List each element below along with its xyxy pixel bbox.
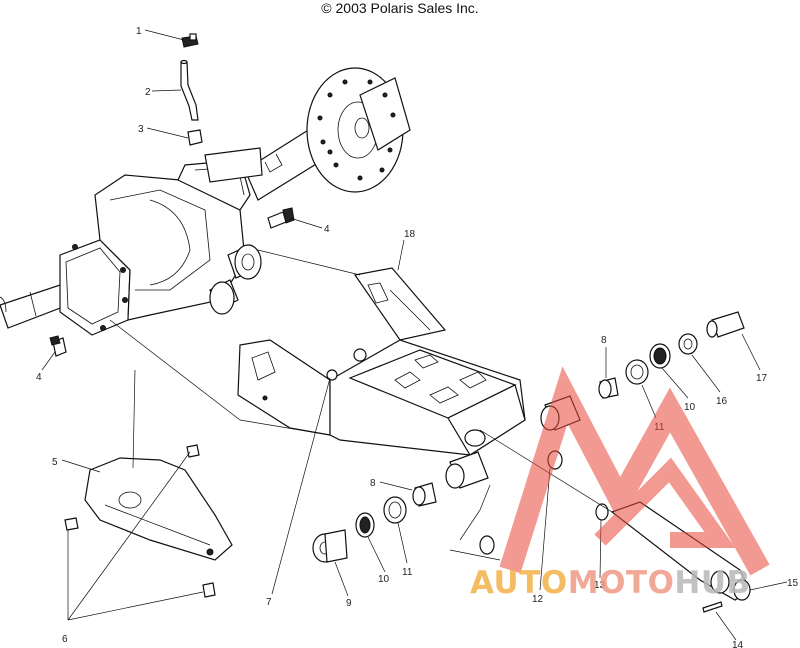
- bolt-4-upper: [267, 207, 295, 229]
- callout-3: 3: [138, 124, 144, 135]
- callout-4-upper: 4: [324, 224, 330, 235]
- pivot-bolt-9: [312, 529, 348, 563]
- callout-10-lower: 10: [378, 574, 390, 585]
- ring-12: [479, 450, 563, 555]
- callout-8-lower: 8: [370, 478, 376, 489]
- axle-shaft-left: [0, 284, 69, 329]
- washer-16: [678, 333, 698, 355]
- pin-14: [702, 601, 723, 613]
- axle-housing: [59, 159, 262, 336]
- bushing-8-upper: [598, 377, 619, 399]
- clip-3: [187, 129, 203, 146]
- callout-1: 1: [136, 26, 142, 37]
- swing-arm-frame: [237, 267, 526, 456]
- bearing-10-upper: [649, 343, 671, 369]
- callout-7: 7: [266, 597, 272, 608]
- bolt-6-b: [186, 444, 200, 458]
- callout-15: 15: [787, 578, 799, 589]
- callout-4-lower: 4: [36, 372, 42, 383]
- callout-11-lower: 11: [402, 567, 413, 578]
- skid-plate-5: [84, 457, 233, 561]
- callout-14: 14: [732, 640, 744, 648]
- bearing-10-lower: [355, 512, 375, 538]
- watermark-word-hub: HUB: [674, 565, 751, 601]
- callout-10-upper: 10: [684, 402, 696, 413]
- callout-9: 9: [346, 598, 352, 609]
- watermark-word-auto: AUTO: [470, 565, 568, 601]
- callout-12: 12: [532, 594, 544, 605]
- leader-lines: [41, 29, 788, 641]
- bolt-6-c: [202, 582, 216, 598]
- ring-13: [595, 503, 609, 521]
- bolt-4-lower: [49, 335, 67, 357]
- bushing-large-upper: [540, 395, 581, 431]
- watermark-word-moto: MOTO: [567, 565, 675, 601]
- callout-18: 18: [404, 229, 416, 240]
- brake-disc: [306, 67, 411, 193]
- callout-5: 5: [52, 457, 58, 468]
- seal-11-upper: [625, 359, 649, 385]
- callout-13: 13: [594, 580, 606, 591]
- bushing-8-lower: [412, 482, 437, 507]
- breather-hose-2: [180, 59, 199, 121]
- callout-2: 2: [145, 87, 151, 98]
- callout-17: 17: [756, 373, 768, 384]
- automotohub-watermark-text: AUTOMOTOHUB: [470, 565, 751, 601]
- bolt-6-a: [64, 517, 79, 531]
- callout-6: 6: [62, 634, 68, 645]
- callout-11-upper: 11: [654, 422, 665, 433]
- callout-8-upper: 8: [601, 335, 607, 346]
- seal-11-lower: [383, 496, 407, 524]
- copyright-notice: © 2003 Polaris Sales Inc.: [321, 0, 479, 16]
- bushing-large-lower: [445, 451, 489, 489]
- bolt-1: [181, 33, 199, 48]
- pivot-bolt-17: [706, 311, 745, 338]
- callout-16: 16: [716, 396, 728, 407]
